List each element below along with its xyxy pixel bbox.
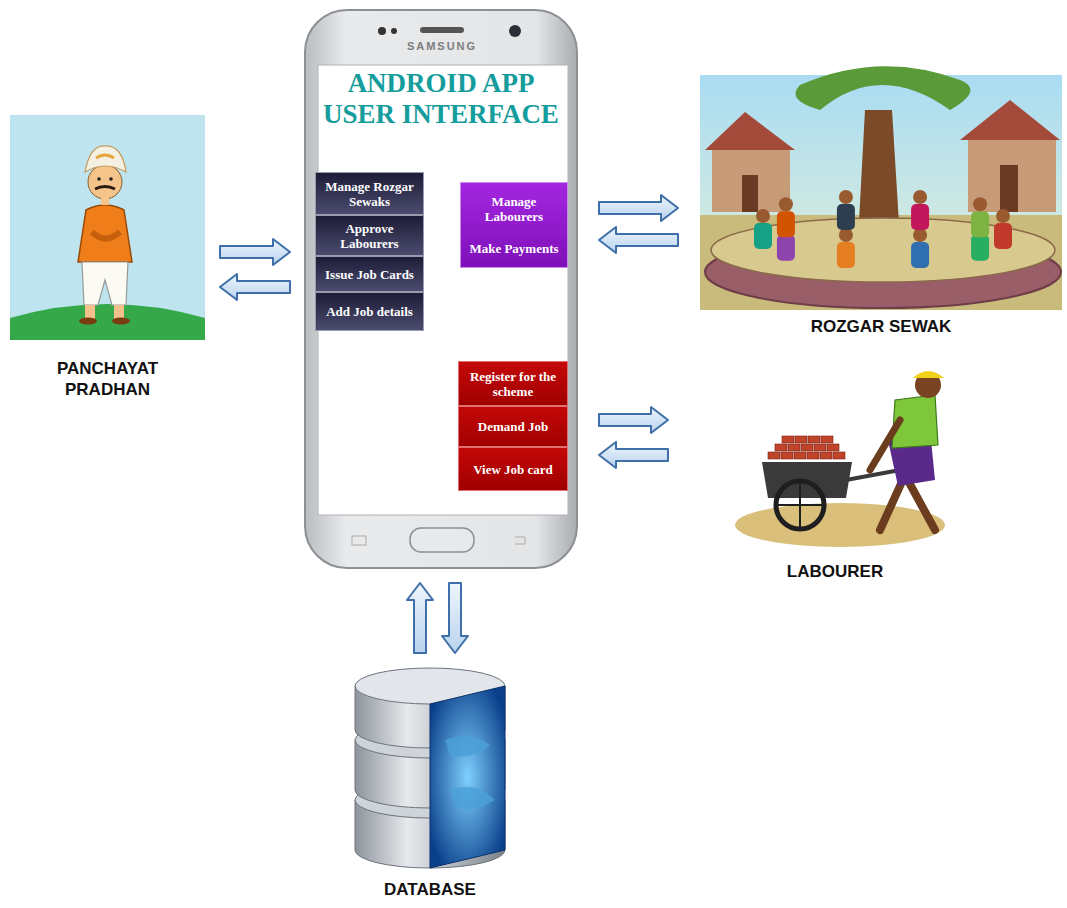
brand-text: SAMSUNG [392,40,492,52]
block-arrow [599,195,678,221]
actor-label: ROZGAR SEWAK [811,316,952,337]
block-arrow [220,274,290,300]
menu-button: View Job card [458,447,568,491]
button-text: Register for the scheme [463,369,563,399]
menu-button: Register for the scheme [458,361,568,406]
phone-illustration [305,10,577,568]
block-arrow [220,239,290,265]
actor-label: DATABASE [384,879,476,900]
button-text: View Job card [473,462,553,477]
button-text: Manage Labourers [465,194,563,224]
actor-panchayat-pradhan: PANCHAYAT PRADHAN [10,115,205,400]
menu-button: Issue Job Cards [315,256,424,292]
app-title: ANDROID APP USER INTERFACE [318,68,564,130]
block-arrow [599,227,678,253]
button-text: Issue Job Cards [325,267,414,282]
menu-button: Demand Job [458,406,568,447]
block-arrow [599,407,668,433]
actor-rozgar-sewak: ROZGAR SEWAK [700,75,1062,337]
block-arrow [442,583,468,653]
database: DATABASE [340,668,520,900]
actor-label: PANCHAYAT PRADHAN [43,358,173,400]
block-arrow [599,442,668,468]
rozgar-sewak-illustration [700,66,1062,310]
button-text: Approve Labourers [320,221,419,251]
button-text: Make Payments [469,241,558,256]
button-text: Manage Rozgar Sewaks [320,179,419,209]
button-text: Demand Job [478,419,548,434]
menu-panel: Manage LabourersMake Payments [460,182,568,268]
pradhan-illustration [10,115,205,340]
block-arrow [407,583,433,653]
menu-button: Add Job details [315,292,424,331]
menu-button: Approve Labourers [315,215,424,256]
menu-button: Manage Rozgar Sewaks [315,172,424,215]
button-text: Add Job details [326,304,413,319]
actor-label: LABOURER [787,561,883,582]
labourer-illustration [735,371,945,547]
actor-labourer: LABOURER [690,372,980,582]
phone-app: ANDROID APP USER INTERFACE Manage Rozgar … [305,10,577,568]
database-illustration [355,668,505,868]
